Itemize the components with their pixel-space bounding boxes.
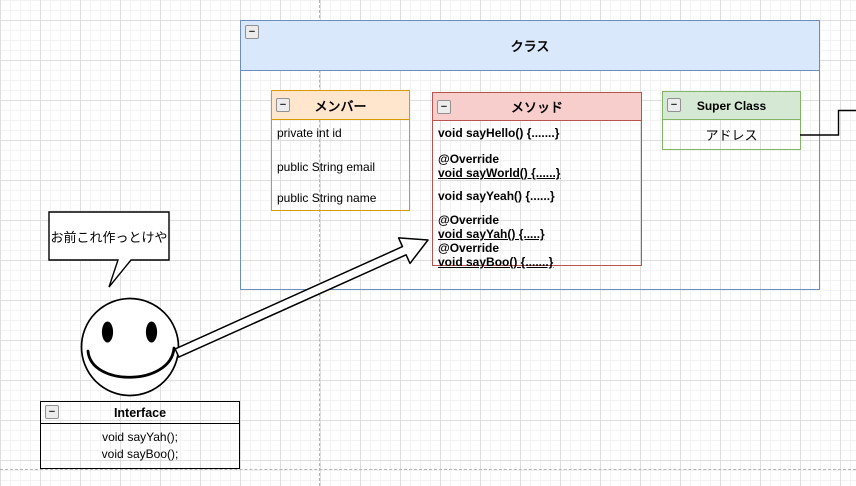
method-signature: void sayYah() {.....}	[438, 227, 545, 241]
members-title: メンバー	[314, 98, 367, 114]
super-class-box[interactable]: − Super Class アドレス	[662, 91, 801, 150]
smiley-right-eye	[145, 321, 158, 343]
class-container-box[interactable]: − クラス − メンバー private int id public Strin…	[240, 20, 820, 290]
page-boundary-horizontal	[0, 469, 856, 470]
method-signature: void sayWorld() {......}	[438, 166, 561, 180]
method-signature: void sayYeah() {......}	[438, 189, 555, 203]
collapse-icon[interactable]: −	[276, 98, 290, 112]
class-container-header: − クラス	[241, 21, 819, 71]
collapse-icon[interactable]: −	[437, 100, 451, 114]
method-item[interactable]: void sayHello() {.......}	[438, 126, 559, 140]
interface-method[interactable]: void sayBoo();	[101, 447, 179, 461]
method-annotation: @Override	[438, 241, 500, 255]
member-field[interactable]: public String email	[277, 160, 376, 174]
super-class-title: Super Class	[696, 98, 767, 113]
interface-box[interactable]: − Interface void sayYah(); void sayBoo()…	[40, 401, 240, 469]
members-box[interactable]: − メンバー private int id public String emai…	[271, 90, 410, 211]
methods-title: メソッド	[510, 100, 563, 115]
method-annotation: @Override	[438, 213, 500, 227]
methods-header: − メソッド	[433, 93, 641, 121]
class-container-title: クラス	[510, 39, 550, 54]
method-item[interactable]: void sayYeah() {......}	[438, 189, 555, 203]
speech-bubble-text: お前これ作っとけや	[50, 229, 168, 245]
method-signature: void sayHello() {.......}	[438, 126, 560, 140]
interface-header: − Interface	[41, 402, 239, 424]
members-header: − メンバー	[272, 91, 409, 120]
method-annotation: @Override	[438, 152, 500, 166]
smiley-head	[80, 297, 180, 397]
interface-title: Interface	[113, 405, 167, 420]
method-item[interactable]: @Override void sayWorld() {......}	[438, 152, 560, 180]
method-signature: void sayBoo() {.......}	[438, 255, 554, 269]
super-class-header: − Super Class	[663, 92, 800, 120]
member-field[interactable]: public String name	[277, 191, 377, 205]
method-item[interactable]: @Override void sayYah() {.....}	[438, 213, 545, 241]
super-class-field[interactable]: アドレス	[705, 128, 758, 143]
collapse-icon[interactable]: −	[667, 98, 681, 112]
smiley-mouth	[86, 346, 176, 379]
smiley-face[interactable]	[80, 297, 180, 397]
member-field[interactable]: private int id	[277, 126, 342, 140]
smiley-left-eye	[101, 321, 114, 343]
collapse-icon[interactable]: −	[245, 25, 259, 39]
method-item[interactable]: @Override void sayBoo() {.......}	[438, 241, 553, 269]
methods-box[interactable]: − メソッド void sayHello() {.......} @Overri…	[432, 92, 642, 269]
interface-method[interactable]: void sayYah();	[102, 430, 178, 444]
collapse-icon[interactable]: −	[45, 405, 59, 419]
